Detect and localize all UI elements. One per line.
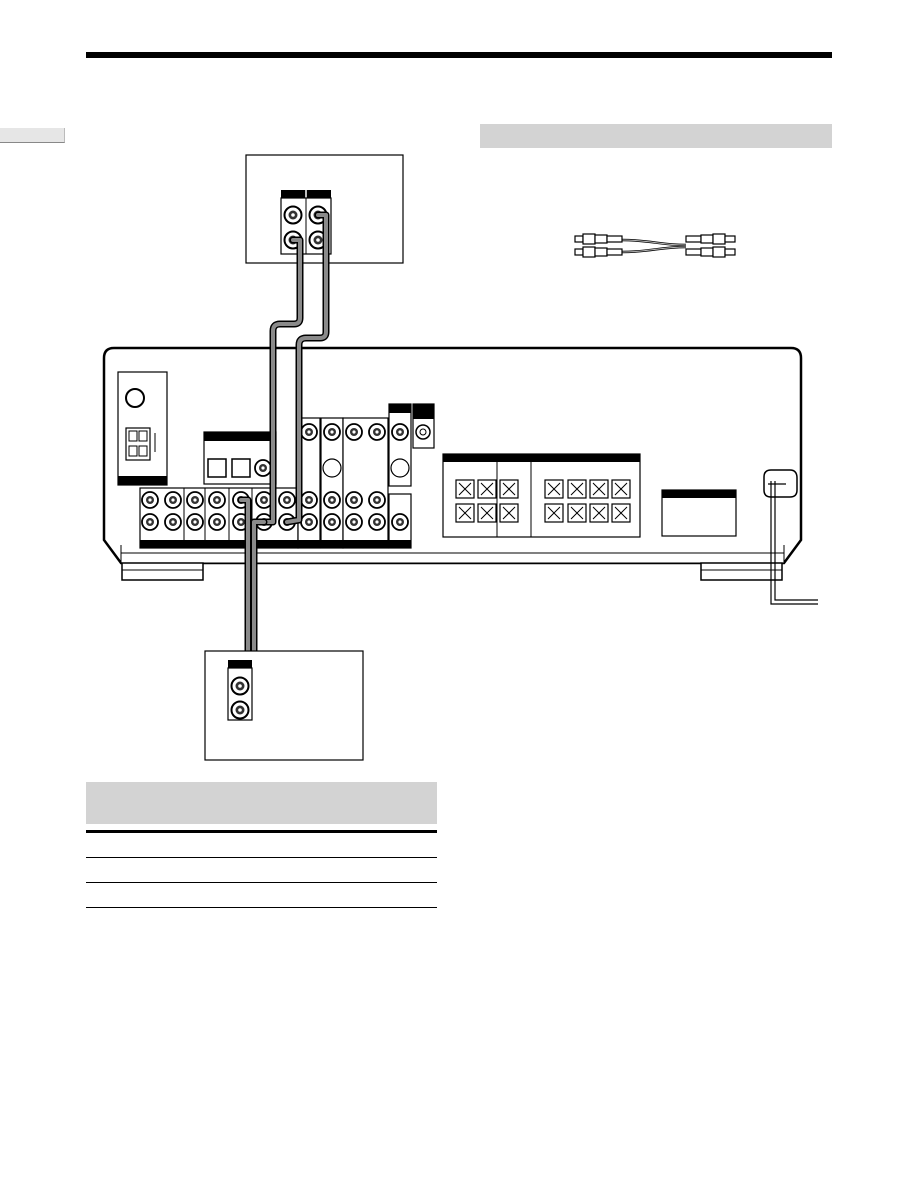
connection-cables — [235, 211, 330, 714]
receiver-rear-panel — [102, 346, 818, 605]
table-row-rule — [86, 907, 437, 908]
table-header — [86, 782, 437, 824]
section-index-tab — [0, 128, 65, 143]
cords-needed-heading-bar — [480, 124, 832, 148]
table-row — [86, 833, 437, 857]
bottom-device — [204, 650, 364, 761]
bottom-jack-2 — [230, 700, 250, 720]
table-row-rule — [86, 857, 437, 858]
audio-rca-cable-icon — [574, 233, 736, 258]
table-header-rule — [86, 830, 437, 833]
bottom-jack-1 — [230, 676, 250, 696]
table-row — [86, 883, 437, 907]
table-row — [86, 858, 437, 882]
top-jack-1 — [283, 205, 303, 225]
top-rule — [86, 52, 832, 58]
table-row-rule — [86, 882, 437, 883]
